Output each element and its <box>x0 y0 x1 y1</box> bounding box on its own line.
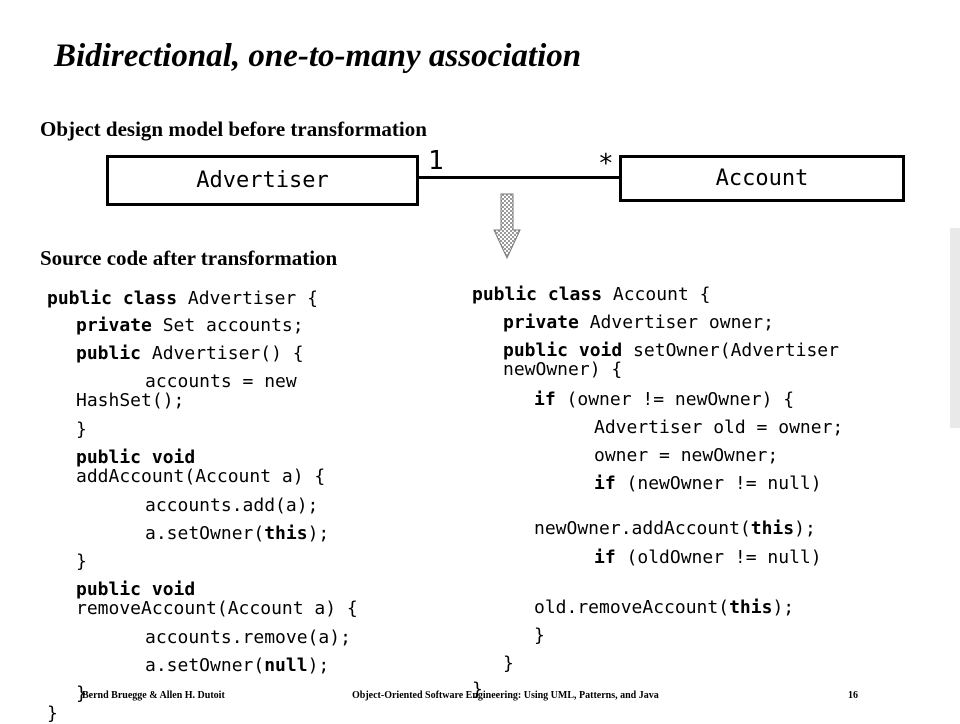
multiplicity-one: 1 <box>428 146 444 176</box>
code-text: accounts = new <box>145 371 297 392</box>
code-text: setOwner(Advertiser <box>622 340 839 361</box>
code-line: } <box>472 680 483 700</box>
code-line: Advertiser old = owner; <box>594 418 843 438</box>
code-account: public class Account { private Advertise… <box>0 0 843 700</box>
code-keyword: private <box>76 315 152 336</box>
code-line: public void setOwner(Advertiser <box>503 341 839 361</box>
code-text: old.removeAccount( <box>534 597 730 618</box>
footer-page-number: 16 <box>848 690 858 701</box>
code-keyword: public void <box>76 447 196 468</box>
footer-book-title: Object-Oriented Software Engineering: Us… <box>352 690 659 701</box>
code-text: Set accounts; <box>151 315 304 336</box>
code-text: ); <box>307 655 330 676</box>
code-line: newOwner.addAccount(this); <box>534 519 816 539</box>
code-line: public class Account { <box>472 285 710 305</box>
code-keyword: public class <box>472 284 603 305</box>
code-text: (oldOwner != null) <box>615 547 822 568</box>
code-line: a.setOwner(this); <box>145 524 329 544</box>
code-text: removeAccount(Account a) { <box>76 598 358 619</box>
edge-decoration <box>950 228 960 428</box>
code-line: public class Advertiser { <box>47 289 318 309</box>
code-keyword: private <box>503 312 579 333</box>
code-line: newOwner) { <box>503 360 622 380</box>
code-text: } <box>47 703 58 724</box>
class-box-account: Account <box>619 155 905 202</box>
code-line: if (owner != newOwner) { <box>534 390 794 410</box>
code-line: } <box>534 626 545 646</box>
code-line: removeAccount(Account a) { <box>76 599 358 619</box>
association-line <box>418 176 620 179</box>
code-line: } <box>76 684 87 704</box>
code-keyword: if <box>594 547 616 568</box>
code-line: old.removeAccount(this); <box>534 598 794 618</box>
code-line: if (oldOwner != null) <box>594 548 822 568</box>
code-keyword: if <box>534 389 556 410</box>
slide-title: Bidirectional, one-to-many association <box>54 38 582 74</box>
code-keyword: this <box>264 523 308 544</box>
code-text: owner = newOwner; <box>594 445 779 466</box>
code-text: } <box>472 679 483 700</box>
code-keyword: public <box>76 343 142 364</box>
code-line: HashSet(); <box>76 391 184 411</box>
code-line: } <box>76 552 87 572</box>
code-text: } <box>76 683 87 704</box>
code-text: (owner != newOwner) { <box>555 389 795 410</box>
code-keyword: public class <box>47 288 178 309</box>
code-line: accounts.add(a); <box>145 496 318 516</box>
code-text: } <box>76 551 87 572</box>
code-text: addAccount(Account a) { <box>76 466 326 487</box>
code-line: if (newOwner != null) <box>594 474 822 494</box>
code-line: public void <box>76 580 195 600</box>
code-line: } <box>47 704 58 724</box>
code-line: owner = newOwner; <box>594 446 778 466</box>
code-text: Advertiser old = owner; <box>594 417 844 438</box>
code-text: accounts.add(a); <box>145 495 319 516</box>
code-line: addAccount(Account a) { <box>76 467 325 487</box>
class-name-account: Account <box>715 166 809 191</box>
class-name-advertiser: Advertiser <box>196 168 329 193</box>
code-text: newOwner) { <box>503 359 623 380</box>
code-text: ); <box>794 518 816 539</box>
code-keyword: if <box>594 473 616 494</box>
code-text: (newOwner != null) <box>615 473 822 494</box>
code-text: Advertiser owner; <box>578 312 774 333</box>
code-line: } <box>503 654 514 674</box>
code-keyword: this <box>750 518 795 539</box>
code-text: Advertiser { <box>177 288 318 309</box>
class-box-advertiser: Advertiser <box>106 155 419 206</box>
code-text: newOwner.addAccount( <box>534 518 751 539</box>
code-line: accounts.remove(a); <box>145 628 351 648</box>
code-text: a.setOwner( <box>145 523 265 544</box>
code-text: } <box>503 653 514 674</box>
code-text: } <box>76 419 87 440</box>
code-line: private Set accounts; <box>76 316 304 336</box>
section-heading-before: Object design model before transformatio… <box>40 117 427 141</box>
transformation-arrow-icon <box>493 193 521 260</box>
code-text: Advertiser() { <box>141 343 304 364</box>
code-text: a.setOwner( <box>145 655 265 676</box>
code-line: private Advertiser owner; <box>503 313 774 333</box>
code-text: Account { <box>602 284 711 305</box>
code-keyword: this <box>729 597 773 618</box>
code-line: public void <box>76 448 195 468</box>
code-advertiser: public class Advertiser { private Set ac… <box>0 0 358 724</box>
code-keyword: public void <box>503 340 623 361</box>
code-keyword: null <box>264 655 308 676</box>
code-text: } <box>534 625 545 646</box>
code-line: accounts = new <box>145 372 297 392</box>
code-line: } <box>76 420 87 440</box>
code-line: public Advertiser() { <box>76 344 304 364</box>
multiplicity-many: * <box>598 149 614 179</box>
code-text: ); <box>307 523 330 544</box>
code-line: a.setOwner(null); <box>145 656 329 676</box>
footer-authors: Bernd Bruegge & Allen H. Dutoit <box>82 690 225 701</box>
code-text: ); <box>772 597 795 618</box>
section-heading-after: Source code after transformation <box>40 246 338 270</box>
code-text: accounts.remove(a); <box>145 627 351 648</box>
code-text: HashSet(); <box>76 390 185 411</box>
code-keyword: public void <box>76 579 196 600</box>
